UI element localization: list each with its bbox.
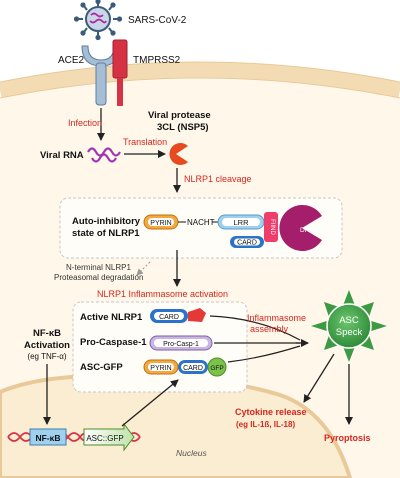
inflammasome-label-line2: assembly bbox=[250, 324, 289, 334]
lrr-domain-fill bbox=[222, 218, 260, 226]
card-domain-label: CARD bbox=[237, 240, 257, 247]
card-domain-fill bbox=[234, 238, 260, 246]
gfp-label: GFP bbox=[210, 365, 223, 372]
fiind-domain-label: FIIND bbox=[269, 219, 275, 235]
ace2-label: ACE2 bbox=[58, 55, 85, 66]
active-card-domain-fill bbox=[154, 312, 184, 320]
asc-card-domain-fill bbox=[181, 363, 205, 371]
virus-label: SARS-CoV-2 bbox=[128, 15, 187, 26]
assembly-lines bbox=[209, 315, 301, 363]
nfkb-gene-box bbox=[29, 428, 67, 446]
viral-rna-label: Viral RNA bbox=[40, 150, 84, 161]
asc-gfp-label: ASC-GFP bbox=[80, 362, 123, 373]
protease-pacman-icon bbox=[169, 143, 188, 165]
gfp-icon bbox=[207, 357, 227, 377]
auto-inhibitory-label-line2: state of NLRP1 bbox=[72, 228, 140, 239]
cleavage-label: NLRP1 cleavage bbox=[184, 174, 252, 184]
asc-pyrin-domain-fill bbox=[148, 363, 174, 371]
virus-icon bbox=[73, 0, 123, 41]
auto-inhibitory-label-line1: Auto-inhibitory bbox=[72, 216, 141, 227]
asc-speck-label-line2: Speck bbox=[336, 327, 363, 338]
tmprss2-icon bbox=[112, 39, 128, 106]
nterm-label-line2: Proteasomal degradation bbox=[54, 273, 143, 282]
nfkb-activation-line1: NF-κB bbox=[33, 328, 61, 339]
viral-rna-icon bbox=[87, 147, 121, 163]
viral-protease-label-line1: Viral protease bbox=[148, 110, 211, 121]
asc-speck-label-line1: ASC bbox=[339, 315, 359, 326]
tmprss2-label: TMPRSS2 bbox=[133, 55, 181, 66]
plasma-membrane bbox=[0, 62, 400, 98]
lrr-domain-label: LRR bbox=[233, 218, 249, 227]
expression-arrow bbox=[121, 379, 179, 427]
asc-gfp-gene-arrow bbox=[83, 422, 135, 452]
asc-gfp-gene-label: ASC::GFP bbox=[86, 434, 123, 443]
pyrin-domain-fill bbox=[148, 218, 174, 226]
degradation-arrow bbox=[136, 261, 151, 276]
pro-casp-1-domain-label: Pro-Casp-1 bbox=[163, 341, 199, 348]
asc-card-domain-label: CARD bbox=[183, 365, 203, 372]
cytokine-arrow bbox=[303, 353, 335, 403]
nterm-label-line1: N-terminal NLRP1 bbox=[66, 263, 131, 272]
nfkb-activation-line2: Activation bbox=[24, 340, 70, 351]
pyrin-domain-label: PYRIN bbox=[150, 220, 171, 227]
fiind-domain bbox=[264, 212, 278, 242]
fiind-fragment-icon bbox=[188, 308, 206, 322]
nfkb-activation-line3: (eg TNF-α) bbox=[27, 352, 66, 361]
translation-label: Translation bbox=[123, 137, 167, 147]
infection-label: Infection bbox=[68, 118, 102, 128]
cytokine-label-line1: Cytokine release bbox=[235, 407, 307, 417]
active-nlrp1-label: Active NLRP1 bbox=[80, 312, 143, 323]
dpp8-9-icon bbox=[279, 205, 322, 252]
nucleus-label: Nucleus bbox=[176, 448, 207, 458]
viral-protease-label-line2: 3CL (NSP5) bbox=[157, 122, 209, 133]
cytokine-label-line2: (eg IL-1ß, IL-18) bbox=[236, 420, 295, 429]
nfkb-gene-label: NF-κB bbox=[35, 433, 60, 443]
dpp8-9-label: DPP-8/-9 bbox=[300, 227, 327, 234]
nacht-domain-label: NACHT bbox=[187, 218, 215, 227]
inflammasome-label-line1: Inflammasome bbox=[247, 313, 306, 323]
asc-pyrin-domain-label: PYRIN bbox=[150, 365, 171, 372]
active-card-domain-label: CARD bbox=[159, 314, 179, 321]
pro-casp-1-domain-fill bbox=[154, 339, 208, 347]
pro-caspase-1-label: Pro-Caspase-1 bbox=[80, 337, 147, 348]
asc-speck-core bbox=[326, 303, 372, 349]
activation-label: NLRP1 Inflammasome activation bbox=[97, 289, 228, 299]
pyroptosis-label: Pyroptosis bbox=[324, 433, 371, 443]
